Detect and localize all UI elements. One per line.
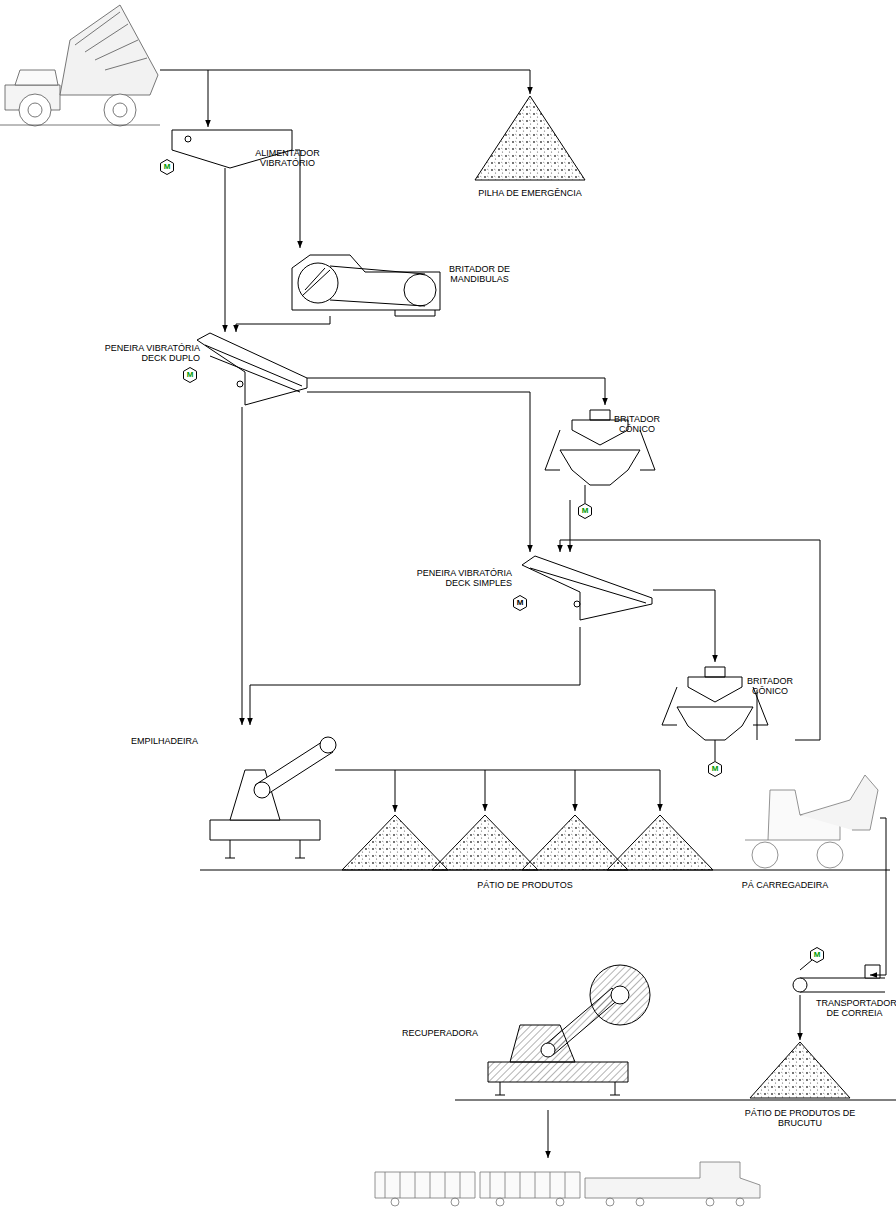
- motor-symbol: [161, 160, 174, 175]
- flow-arrow: [236, 316, 330, 332]
- equipment-label: BRITADOR CÔNICO: [745, 676, 795, 697]
- motor-label: M: [579, 506, 591, 516]
- equipment-label: BRITADOR DE MANDIBULAS: [442, 264, 517, 285]
- equipment-label: PÁTIO DE PRODUTOS: [450, 880, 600, 890]
- motor-symbol: [811, 948, 824, 963]
- motor-symbol: [579, 504, 592, 519]
- equipment-node: BRITADOR CÔNICO: [660, 662, 795, 757]
- motor-label: M: [709, 764, 721, 774]
- equipment-node: ALIMENTADOR VIBRATÓRIO: [170, 128, 295, 168]
- flow-arrow: [800, 995, 801, 1040]
- equipment-node: PENEIRA VIBRATÓRIA DECK SIMPLES: [518, 552, 653, 627]
- equipment-label: PÁTIO DE PRODUTOS DE BRUCUTU: [740, 1108, 860, 1129]
- equipment-node: PILHA DE EMERGÊNCIA: [475, 95, 585, 183]
- motor-symbol: [184, 368, 197, 383]
- equipment-label: BRITADOR CÔNICO: [612, 414, 662, 435]
- equipment-label: PÁ CARREGADEIRA: [735, 880, 835, 890]
- flow-arrow: [307, 392, 530, 552]
- flow-arrow: [250, 627, 580, 725]
- flow-arrow: [653, 590, 715, 662]
- equipment-node: RECUPERADORA: [480, 965, 650, 1110]
- motor-symbol: [514, 596, 527, 611]
- equipment-node: TRANSPORTADOR DE CORREIA: [790, 962, 870, 995]
- equipment-node: PÁ CARREGADEIRA: [730, 770, 880, 870]
- motor-label: M: [514, 598, 526, 608]
- flow-arrow: [570, 500, 571, 552]
- equipment-label: ALIMENTADOR VIBRATÓRIO: [245, 148, 330, 169]
- equipment-label: TRANSPORTADOR DE CORREIA: [816, 998, 893, 1019]
- flow-arrow: [560, 540, 820, 740]
- equipment-node: BRITADOR CÔNICO: [540, 405, 658, 500]
- equipment-node: PÁTIO DE PRODUTOS: [340, 812, 715, 872]
- equipment-node: EMPILHADEIRA: [200, 725, 335, 865]
- equipment-node: PENEIRA VIBRATÓRIA DECK DUPLO: [195, 332, 307, 407]
- equipment-label: PILHA DE EMERGÊNCIA: [470, 188, 590, 198]
- flow-arrow: [225, 168, 226, 332]
- equipment-label: PENEIRA VIBRATÓRIA DECK DUPLO: [100, 343, 200, 364]
- motor-label: M: [184, 370, 196, 380]
- motor-label: M: [811, 950, 823, 960]
- equipment-node: PÁTIO DE PRODUTOS DE BRUCUTU: [750, 1040, 850, 1100]
- equipment-label: RECUPERADORA: [402, 1028, 477, 1038]
- motor-symbol: [709, 762, 722, 777]
- flow-arrow: [335, 770, 395, 812]
- equipment-label: EMPILHADEIRA: [128, 736, 198, 746]
- equipment-label: PENEIRA VIBRATÓRIA DECK SIMPLES: [400, 568, 512, 589]
- equipment-node: BRITADOR DE MANDIBULAS: [290, 248, 440, 316]
- flow-arrow: [870, 818, 886, 975]
- motor-label: M: [161, 162, 173, 172]
- flow-arrow: [242, 407, 243, 725]
